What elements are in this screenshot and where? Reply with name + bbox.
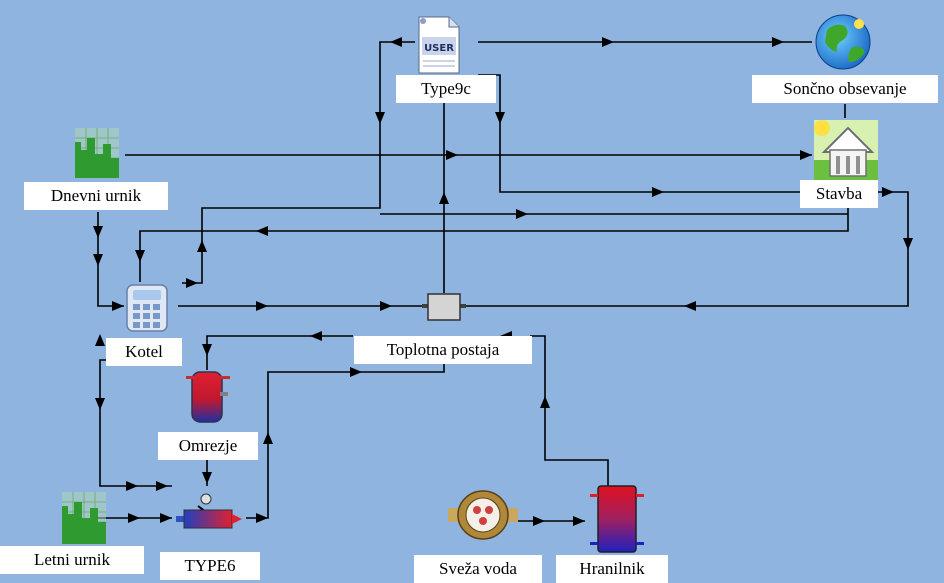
heat-station-icon[interactable] <box>422 293 466 321</box>
link-stavba-toplotna <box>463 191 909 307</box>
link-toplotna-omrezje <box>206 335 353 370</box>
arrow-down <box>202 472 212 484</box>
arrow-down <box>135 250 145 262</box>
arrow-right <box>156 481 168 491</box>
arrow-right <box>160 513 172 523</box>
arrow-down <box>93 226 103 238</box>
arrow-left <box>684 301 696 311</box>
arrow-left <box>256 226 268 236</box>
label-hranilnik: Hranilnik <box>556 555 668 583</box>
user-data-reader-icon[interactable]: USER <box>418 16 460 74</box>
arrow-right <box>380 301 392 311</box>
label-letni-urnik: Letni urnik <box>0 546 144 574</box>
arrow-right <box>772 37 784 47</box>
arrow-right <box>446 150 458 160</box>
arrow-right <box>128 513 140 523</box>
arrow-right <box>882 187 894 197</box>
globe-icon[interactable] <box>815 14 871 70</box>
arrow-right <box>533 516 545 526</box>
arrow-down <box>903 238 913 250</box>
arrow-left <box>310 331 322 341</box>
tank-icon[interactable] <box>186 371 230 423</box>
arrow-down <box>375 112 385 124</box>
arrow-up <box>197 240 207 252</box>
arrow-down <box>95 398 105 410</box>
arrow-left <box>390 37 402 47</box>
svg-text:USER: USER <box>424 43 454 54</box>
schedule-chart-icon[interactable] <box>62 492 106 544</box>
calculator-icon[interactable] <box>126 284 168 332</box>
label-toplotna-postaja: Toplotna postaja <box>354 336 532 364</box>
arrow-right <box>602 37 614 47</box>
arrow-up <box>439 192 449 204</box>
arrow-right <box>516 209 528 219</box>
arrow-down <box>202 344 212 356</box>
building-icon[interactable] <box>814 120 878 182</box>
arrow-right <box>186 278 198 288</box>
arrow-down <box>93 254 103 266</box>
label-sveza-voda: Sveža voda <box>414 555 542 583</box>
arrow-left <box>95 334 105 346</box>
label-omrezje: Omrezje <box>158 432 258 460</box>
arrow-right <box>256 301 268 311</box>
schedule-chart-icon[interactable] <box>75 128 119 178</box>
label-type9c: Type9c <box>396 75 496 103</box>
arrow-right <box>652 187 664 197</box>
link-toplotna-type6 <box>246 364 445 519</box>
arrow-right <box>800 150 812 160</box>
water-meter-icon[interactable] <box>448 490 518 540</box>
heater-icon[interactable] <box>176 493 242 529</box>
link-type9c-kotel <box>182 41 415 284</box>
arrow-right <box>112 301 124 311</box>
storage-tank-icon[interactable] <box>590 485 644 553</box>
arrow-down <box>495 112 505 124</box>
arrow-right <box>350 367 362 377</box>
label-type6: TYPE6 <box>160 552 260 580</box>
label-kotel: Kotel <box>106 338 182 366</box>
label-dnevni-urnik: Dnevni urnik <box>24 182 168 210</box>
arrow-up <box>263 432 273 444</box>
arrow-right <box>573 516 585 526</box>
arrow-right <box>126 481 138 491</box>
link-kotel-type6 <box>99 359 172 487</box>
link-stavba-kotel <box>139 200 849 282</box>
label-stavba: Stavba <box>800 180 878 208</box>
label-soncno-obsevanje: Sončno obsevanje <box>752 75 938 103</box>
arrow-right <box>256 513 268 523</box>
link-hranilnik-toplotna <box>530 335 609 486</box>
arrow-up <box>540 396 550 408</box>
